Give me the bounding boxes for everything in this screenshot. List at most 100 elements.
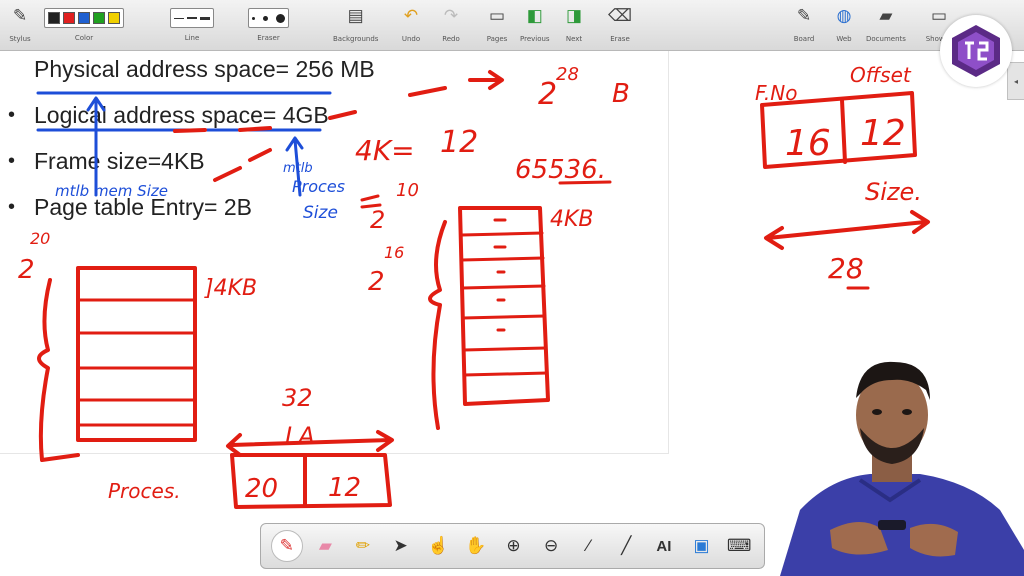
backgrounds-label: Backgrounds: [333, 35, 379, 43]
screenshot-icon: ▣: [693, 536, 710, 555]
erase-icon: ⌫: [607, 6, 633, 25]
bullet-text: Logical address space= 4GB: [34, 102, 329, 128]
show-desktop-button[interactable]: ▭Show D: [925, 3, 953, 47]
backgrounds-icon: ▤: [347, 6, 364, 25]
ink-text: LA: [285, 422, 315, 450]
show-desktop-label: Show D: [925, 35, 953, 43]
bullet-text: Physical address space= 256 MB: [34, 56, 375, 82]
ink-text: 2: [18, 255, 35, 285]
ink-text: 4K=: [355, 134, 415, 167]
eraser-label: Eraser: [257, 34, 280, 42]
pages-button[interactable]: ▭Pages: [483, 3, 511, 47]
presenter-video: [780, 361, 1024, 576]
ink-text: 12: [328, 473, 361, 503]
ink-text: 4KB: [550, 207, 594, 232]
color-swatch[interactable]: [78, 12, 90, 24]
ink-text: 28: [556, 64, 579, 85]
ink-text: 16: [785, 123, 831, 164]
redo-button[interactable]: ↷ Redo: [437, 3, 465, 47]
stylus-button[interactable]: ✎Stylus: [6, 3, 34, 47]
ink-text: Proces: [292, 177, 345, 196]
eraser-icon: ▰: [318, 536, 332, 555]
keyboard-icon: ⌨: [726, 536, 752, 555]
ink-text: 12: [860, 113, 906, 154]
highlighter-icon: ✏: [355, 536, 371, 555]
zoom-in-tool[interactable]: ⊕: [498, 531, 528, 561]
keyboard-tool[interactable]: ⌨: [724, 531, 754, 561]
ink-text: mtlb mem Size: [55, 182, 168, 200]
color-button[interactable]: Color: [44, 3, 124, 47]
board-button[interactable]: ✎ Board: [790, 3, 818, 47]
bullet-item: •Logical address space= 4GB: [8, 102, 329, 128]
pan-tool[interactable]: ✋: [461, 531, 491, 561]
screenshot-tool[interactable]: ▣: [687, 531, 717, 561]
previous-button[interactable]: ◧Previous: [520, 3, 550, 47]
right-panel-tab[interactable]: ◂: [1007, 62, 1024, 100]
select-tool[interactable]: ➤: [386, 531, 416, 561]
highlighter-tool[interactable]: ✏: [348, 531, 378, 561]
eraser-button[interactable]: Eraser: [248, 3, 289, 47]
board-icon: ✎: [796, 6, 812, 25]
ink-text: 65536.: [515, 155, 606, 185]
globe-icon: ◍: [836, 6, 852, 25]
next-button[interactable]: ◨Next: [560, 3, 588, 47]
line-style: [170, 8, 214, 28]
line-label: Line: [184, 34, 200, 42]
line-tool[interactable]: ╱: [611, 531, 641, 561]
zoom-out-tool[interactable]: ⊖: [536, 531, 566, 561]
documents-button[interactable]: ▰Documents: [866, 3, 906, 47]
ink-text: ]4KB: [204, 276, 257, 301]
color-swatch[interactable]: [48, 12, 60, 24]
erase-button[interactable]: ⌫ Erase: [606, 3, 634, 47]
documents-label: Documents: [866, 35, 906, 43]
web-button[interactable]: ◍ Web: [830, 3, 858, 47]
bullet-text: Frame size=4KB: [34, 148, 205, 174]
eraser-size-option[interactable]: [276, 13, 285, 23]
ink-text: Offset: [850, 63, 912, 87]
pen-tool[interactable]: ✎: [270, 530, 303, 562]
redo-icon: ↷: [443, 6, 459, 25]
color-swatch[interactable]: [63, 12, 75, 24]
color-swatch[interactable]: [93, 12, 105, 24]
ink-text: B: [612, 79, 630, 109]
color-palette: [44, 8, 124, 28]
eraser-tool[interactable]: ▰: [310, 531, 340, 561]
pointer-hand-tool[interactable]: ☝: [423, 531, 453, 561]
arrow-pointer-icon: ➤: [393, 536, 408, 555]
line-icon: ╱: [621, 536, 632, 555]
erase-label: Erase: [610, 35, 630, 43]
ink-text: 10: [396, 180, 419, 201]
ink-text: 2: [368, 267, 385, 297]
line-button[interactable]: Line: [170, 3, 214, 47]
backgrounds-button[interactable]: ▤ Backgrounds: [333, 3, 378, 47]
eraser-size: [248, 8, 289, 28]
previous-icon: ◧: [526, 6, 543, 25]
redo-label: Redo: [442, 35, 460, 43]
undo-label: Undo: [401, 35, 421, 43]
ink-text: F.No: [755, 81, 797, 105]
bottom-tool-palette: ✎ ▰ ✏ ➤ ☝ ✋⊕ ⊖ ⁄ ╱ AI ▣ ⌨: [260, 523, 765, 569]
pipette-tool[interactable]: ⁄: [574, 531, 604, 561]
ink-text: Proces.: [108, 479, 181, 503]
ink-text: 12: [440, 125, 478, 160]
web-label: Web: [836, 35, 852, 43]
bullet-item: •Physical address space= 256 MB: [8, 55, 375, 101]
color-label: Color: [74, 34, 94, 42]
line-width-option[interactable]: [174, 17, 184, 19]
undo-button[interactable]: ↶ Undo: [397, 3, 425, 47]
eraser-size-option[interactable]: [252, 16, 255, 20]
eraser-size-option[interactable]: [263, 15, 268, 21]
pages-label: Pages: [486, 35, 508, 43]
color-swatch[interactable]: [108, 12, 120, 24]
text-tool[interactable]: AI: [649, 531, 679, 561]
line-width-option[interactable]: [187, 17, 197, 19]
board-label: Board: [793, 35, 815, 43]
ink-text: Size.: [865, 178, 922, 206]
stylus-icon: ✎: [12, 6, 28, 25]
channel-logo: [940, 15, 1012, 87]
undo-icon: ↶: [403, 6, 419, 25]
pipette-icon: ⁄: [587, 536, 591, 555]
line-width-option[interactable]: [200, 16, 210, 20]
